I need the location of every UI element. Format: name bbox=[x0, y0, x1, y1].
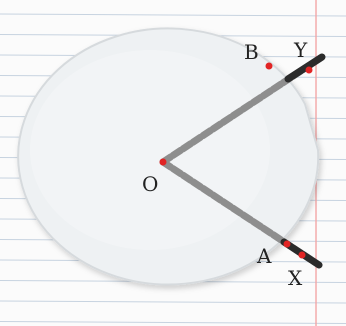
ruled-line bbox=[0, 300, 346, 304]
ruled-line bbox=[0, 13, 346, 17]
ruled-line bbox=[0, 321, 346, 324]
label-o: O bbox=[142, 172, 159, 196]
point-b-marker bbox=[265, 62, 273, 70]
disc-sheen bbox=[30, 50, 270, 250]
label-a: A bbox=[257, 244, 272, 268]
point-a-marker bbox=[283, 240, 291, 248]
point-y-marker bbox=[305, 66, 313, 74]
point-x-marker bbox=[298, 251, 306, 259]
label-b: B bbox=[244, 40, 259, 64]
label-x: X bbox=[288, 266, 303, 290]
point-o-marker bbox=[159, 158, 167, 166]
label-y: Y bbox=[294, 38, 308, 62]
stick-oy-tip bbox=[284, 53, 326, 83]
